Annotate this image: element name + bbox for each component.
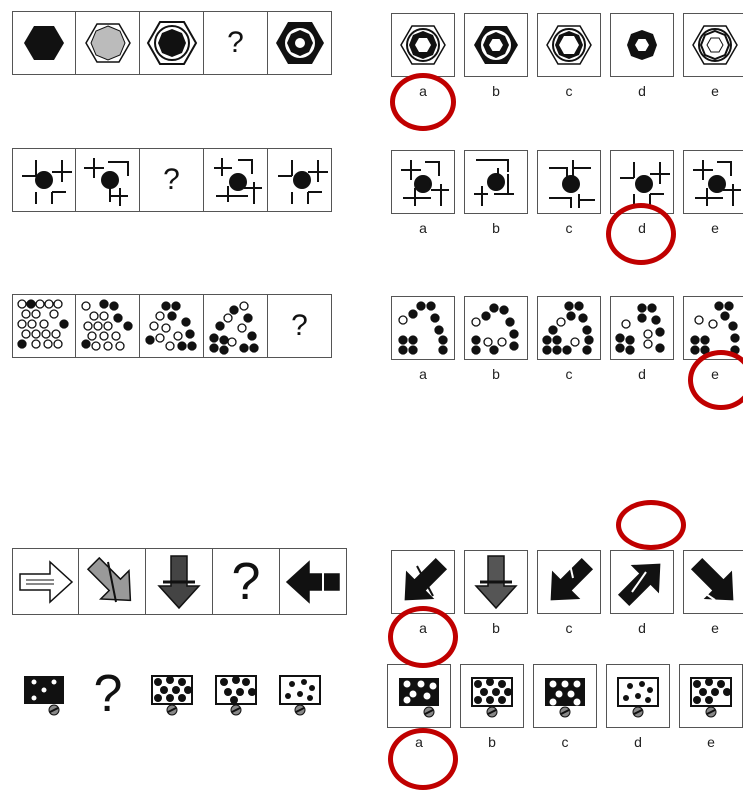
option-e[interactable]: e	[683, 150, 743, 236]
sequence-cell-question: ?	[213, 548, 280, 615]
option-c[interactable]: c	[537, 13, 601, 99]
answer-highlight-circle	[616, 500, 686, 550]
sequence-cell-question: ?	[268, 294, 332, 358]
option-d[interactable]: d	[610, 13, 674, 99]
sequence-cell-question: ?	[140, 148, 204, 212]
sequence-cell	[76, 11, 140, 75]
sequence-cell	[268, 148, 332, 212]
sequence-cell	[12, 294, 76, 358]
option-d[interactable]: d	[606, 664, 670, 750]
sequence-cell	[204, 294, 268, 358]
sequence-cell	[76, 148, 140, 212]
sequence-cell	[12, 548, 79, 615]
sequence-cell	[268, 11, 332, 75]
puzzle-row-5-sequence: ?	[12, 662, 332, 726]
sequence-cell	[140, 294, 204, 358]
sequence-cell	[12, 11, 76, 75]
answer-highlight-circle	[688, 350, 743, 410]
option-b[interactable]: b	[460, 664, 524, 750]
answer-highlight-circle	[390, 73, 456, 131]
sequence-cell-question: ?	[76, 662, 140, 726]
option-d[interactable]: d	[610, 550, 674, 636]
answer-highlight-circle	[606, 203, 676, 265]
sequence-cell	[204, 148, 268, 212]
sequence-cell	[76, 294, 140, 358]
puzzle-row-3-sequence: ?	[12, 294, 332, 358]
answer-highlight-circle	[388, 728, 458, 790]
option-e[interactable]: e	[683, 550, 743, 636]
sequence-cell	[140, 662, 204, 726]
option-d[interactable]: d	[610, 296, 674, 382]
sequence-cell	[140, 11, 204, 75]
sequence-cell	[280, 548, 347, 615]
puzzle-row-2-options: a b c d e	[391, 150, 743, 236]
puzzle-row-4-sequence: ?	[12, 548, 347, 615]
option-c[interactable]: c	[537, 296, 601, 382]
sequence-cell	[268, 662, 332, 726]
sequence-cell	[12, 148, 76, 212]
answer-highlight-circle	[388, 606, 458, 668]
option-c[interactable]: c	[537, 550, 601, 636]
option-e[interactable]: e	[683, 13, 743, 99]
sequence-cell	[79, 548, 146, 615]
puzzle-row-2-sequence: ?	[12, 148, 332, 212]
option-c[interactable]: c	[533, 664, 597, 750]
sequence-cell-question: ?	[204, 11, 268, 75]
puzzle-row-1-sequence: ?	[12, 11, 332, 75]
option-c[interactable]: c	[537, 150, 601, 236]
option-a[interactable]: a	[391, 150, 455, 236]
option-b[interactable]: b	[464, 550, 528, 636]
sequence-cell	[146, 548, 213, 615]
option-e[interactable]: e	[679, 664, 743, 750]
option-b[interactable]: b	[464, 13, 528, 99]
option-b[interactable]: b	[464, 296, 528, 382]
option-b[interactable]: b	[464, 150, 528, 236]
sequence-cell	[204, 662, 268, 726]
option-a[interactable]: a	[391, 296, 455, 382]
sequence-cell	[12, 662, 76, 726]
